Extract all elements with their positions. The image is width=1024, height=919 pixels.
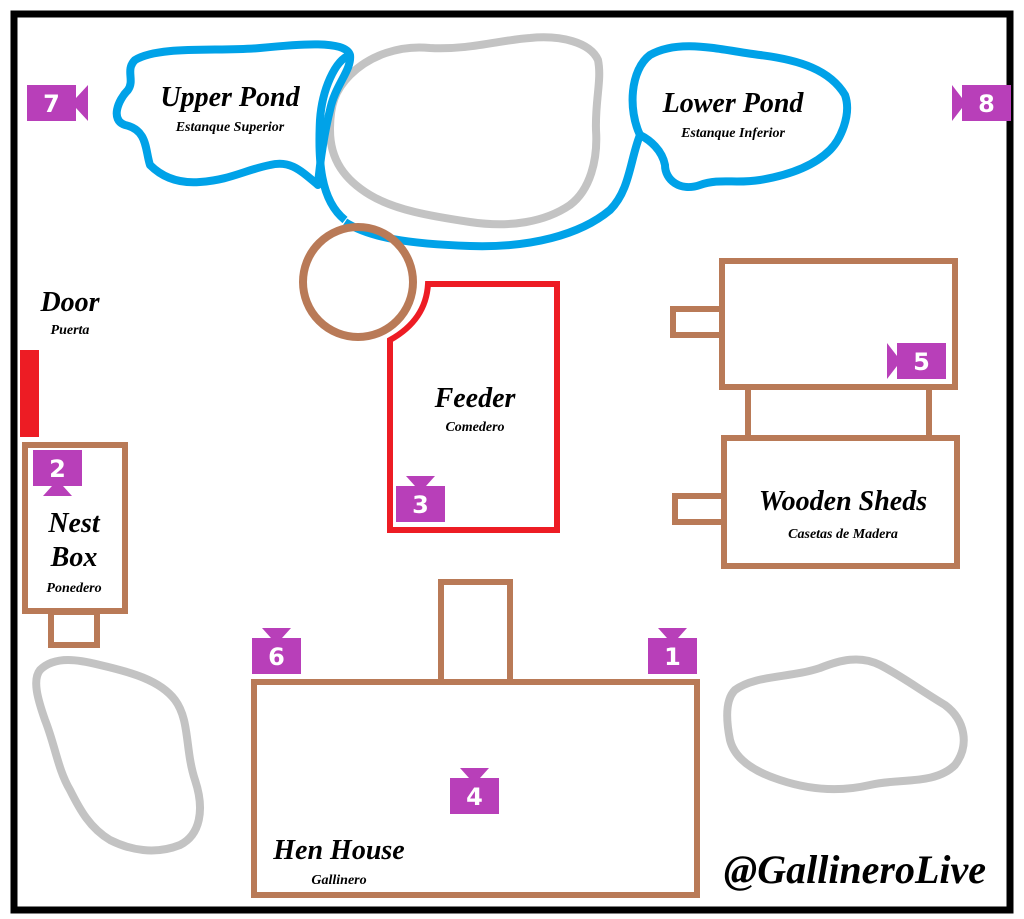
- camera-body: [252, 638, 301, 674]
- camera-body: [897, 343, 946, 379]
- hen-house-label: Hen House: [272, 835, 404, 866]
- camera-body: [27, 85, 76, 121]
- camera-number: 8: [978, 90, 995, 118]
- nest-box-label-line2: Box: [50, 542, 98, 573]
- lower-pond-label-es: Estanque Inferior: [680, 126, 785, 141]
- upper-pond: [112, 40, 355, 189]
- feeder-label: Feeder: [434, 383, 517, 414]
- camera-4[interactable]: 4: [450, 768, 499, 814]
- lower-pond: [628, 42, 852, 191]
- camera-number: 1: [664, 643, 681, 671]
- round-structure: [299, 223, 417, 341]
- bottom-left-island: [32, 656, 204, 855]
- camera-8[interactable]: 8: [952, 85, 1011, 121]
- camera-lens-icon: [76, 85, 88, 121]
- central-island: [326, 33, 604, 229]
- wooden-shed-lower-tab: [672, 493, 727, 525]
- wooden-sheds-label-es: Casetas de Madera: [788, 527, 898, 542]
- door-label: Door: [39, 287, 100, 318]
- wooden-shed-upper-tab: [670, 306, 725, 338]
- hen-house-label-es: Gallinero: [311, 873, 366, 888]
- feeder-label-es: Comedero: [445, 420, 504, 435]
- nest-box-step: [48, 609, 100, 648]
- nest-box-label-line1: Nest: [47, 508, 101, 539]
- bottom-right-island: [723, 655, 968, 794]
- camera-number: 5: [913, 348, 930, 376]
- upper-pond-label: Upper Pond: [160, 82, 300, 113]
- camera-number: 4: [466, 783, 483, 811]
- map-border: [10, 10, 1014, 914]
- camera-7[interactable]: 7: [27, 85, 88, 121]
- camera-1[interactable]: 1: [648, 628, 697, 674]
- camera-body: [33, 450, 82, 486]
- camera-body: [648, 638, 697, 674]
- upper-pond-label-es: Estanque Superior: [175, 120, 285, 135]
- camera-lens-icon: [262, 628, 291, 638]
- camera-lens-icon: [658, 628, 687, 638]
- hen-house: [251, 679, 700, 898]
- camera-number: 7: [43, 90, 60, 118]
- camera-lens-icon: [43, 486, 72, 496]
- camera-body: [450, 778, 499, 814]
- watermark: @GallineroLive: [724, 847, 986, 892]
- camera-lens-icon: [887, 343, 897, 379]
- door: [20, 350, 39, 437]
- camera-body: [396, 486, 445, 522]
- camera-lens-icon: [406, 476, 435, 486]
- camera-6[interactable]: 6: [252, 628, 301, 674]
- camera-lens-icon: [460, 768, 489, 778]
- camera-2[interactable]: 2: [33, 450, 82, 496]
- camera-number: 2: [49, 455, 66, 483]
- camera-lens-icon: [952, 85, 962, 121]
- feeder-area: [387, 281, 560, 533]
- camera-3[interactable]: 3: [396, 476, 445, 522]
- camera-number: 3: [412, 491, 429, 519]
- wooden-sheds-label: Wooden Sheds: [759, 486, 927, 517]
- camera-body: [962, 85, 1011, 121]
- nest-box-label-es: Ponedero: [46, 581, 101, 596]
- door-label-es: Puerta: [51, 323, 90, 338]
- camera-number: 6: [268, 643, 285, 671]
- lower-pond-label: Lower Pond: [662, 88, 805, 119]
- camera-5[interactable]: 5: [887, 343, 946, 379]
